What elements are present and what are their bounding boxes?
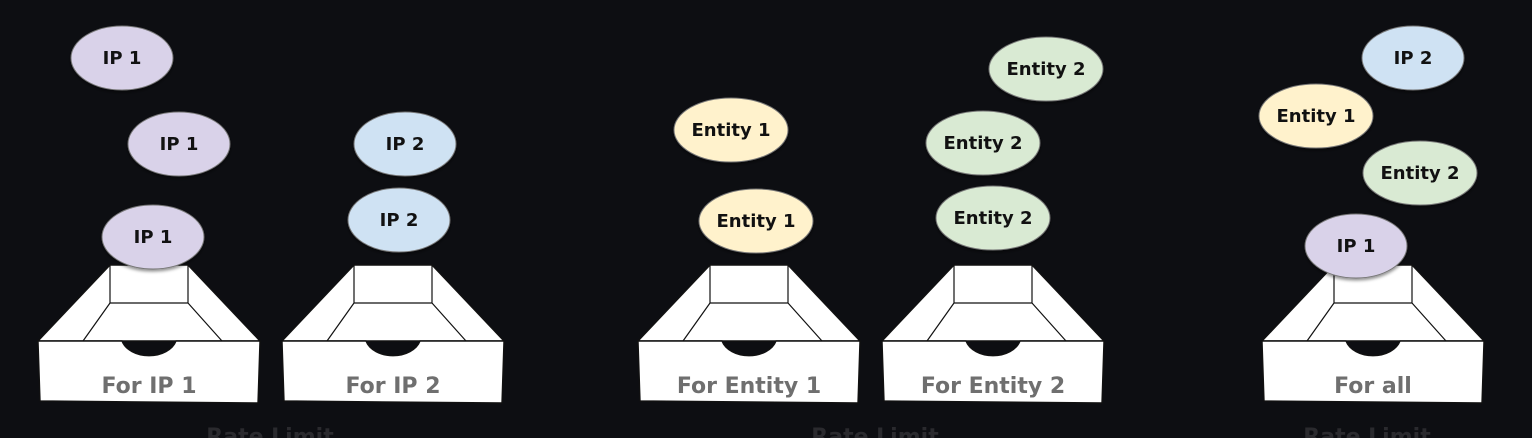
bubble-shape xyxy=(698,188,814,254)
request-bubble: IP 2 xyxy=(1361,25,1465,91)
bubble-label: Entity 1 xyxy=(691,120,770,141)
panel-caption: Rate Limit xyxy=(1303,425,1431,438)
request-bubble: Entity 2 xyxy=(925,110,1041,176)
panel-caption: Rate Limit xyxy=(206,425,334,438)
bubble-shape xyxy=(101,204,205,270)
tray-front xyxy=(37,340,261,404)
bubble-label: IP 2 xyxy=(1394,48,1433,69)
tray-front xyxy=(1261,340,1485,404)
bubble-shape xyxy=(1304,213,1408,279)
bubble-label: IP 2 xyxy=(380,210,419,231)
tray: For all xyxy=(1261,264,1485,404)
request-bubble: Entity 2 xyxy=(935,185,1051,251)
request-bubble: IP 1 xyxy=(101,204,205,270)
bubble-shape xyxy=(1258,83,1374,149)
bubble-shape xyxy=(988,36,1104,102)
request-bubble: Entity 1 xyxy=(698,188,814,254)
tray-label: For all xyxy=(1334,374,1412,399)
tray-label: For Entity 1 xyxy=(677,374,821,399)
request-bubble: Entity 2 xyxy=(988,36,1104,102)
bubble-shape xyxy=(925,110,1041,176)
tray-inner-lines xyxy=(326,265,467,342)
request-bubble: IP 1 xyxy=(127,111,231,177)
bubble-shape xyxy=(673,97,789,163)
bubble-shape xyxy=(70,25,174,91)
tray-label: For IP 2 xyxy=(345,374,440,399)
tray-inner-lines xyxy=(926,265,1067,342)
bubble-shape xyxy=(347,187,451,253)
tray-label: For IP 1 xyxy=(101,374,196,399)
bubble-shape xyxy=(1361,25,1465,91)
tray: For Entity 2 xyxy=(881,264,1105,404)
tray: For IP 1 xyxy=(37,264,261,404)
bubble-label: IP 1 xyxy=(160,134,199,155)
request-bubble: IP 2 xyxy=(353,111,457,177)
tray-front xyxy=(281,340,505,404)
request-bubble: Entity 2 xyxy=(1362,140,1478,206)
bubble-shape xyxy=(353,111,457,177)
request-bubble: IP 2 xyxy=(347,187,451,253)
tray-inner-lines xyxy=(682,265,823,342)
tray-inner-lines xyxy=(82,265,223,342)
tray: For IP 2 xyxy=(281,264,505,404)
request-bubble: Entity 1 xyxy=(673,97,789,163)
bubble-shape xyxy=(1362,140,1478,206)
bubble-label: Entity 2 xyxy=(943,133,1022,154)
tray-front xyxy=(637,340,861,404)
tray-inner-lines xyxy=(1306,265,1447,342)
bubble-label: Entity 1 xyxy=(716,211,795,232)
bubble-label: Entity 2 xyxy=(953,208,1032,229)
bubble-label: Entity 2 xyxy=(1380,163,1459,184)
bubble-shape xyxy=(935,185,1051,251)
tray-label: For Entity 2 xyxy=(921,374,1065,399)
bubble-label: Entity 2 xyxy=(1006,59,1085,80)
bubble-label: IP 1 xyxy=(103,48,142,69)
request-bubble: Entity 1 xyxy=(1258,83,1374,149)
tray: For Entity 1 xyxy=(637,264,861,404)
panel-caption: Rate Limit xyxy=(811,425,939,438)
bubble-label: Entity 1 xyxy=(1276,106,1355,127)
request-bubble: IP 1 xyxy=(70,25,174,91)
bubble-label: IP 1 xyxy=(1337,236,1376,257)
bubble-shape xyxy=(127,111,231,177)
tray-front xyxy=(881,340,1105,404)
bubble-label: IP 2 xyxy=(386,134,425,155)
request-bubble: IP 1 xyxy=(1304,213,1408,279)
bubble-label: IP 1 xyxy=(134,227,173,248)
